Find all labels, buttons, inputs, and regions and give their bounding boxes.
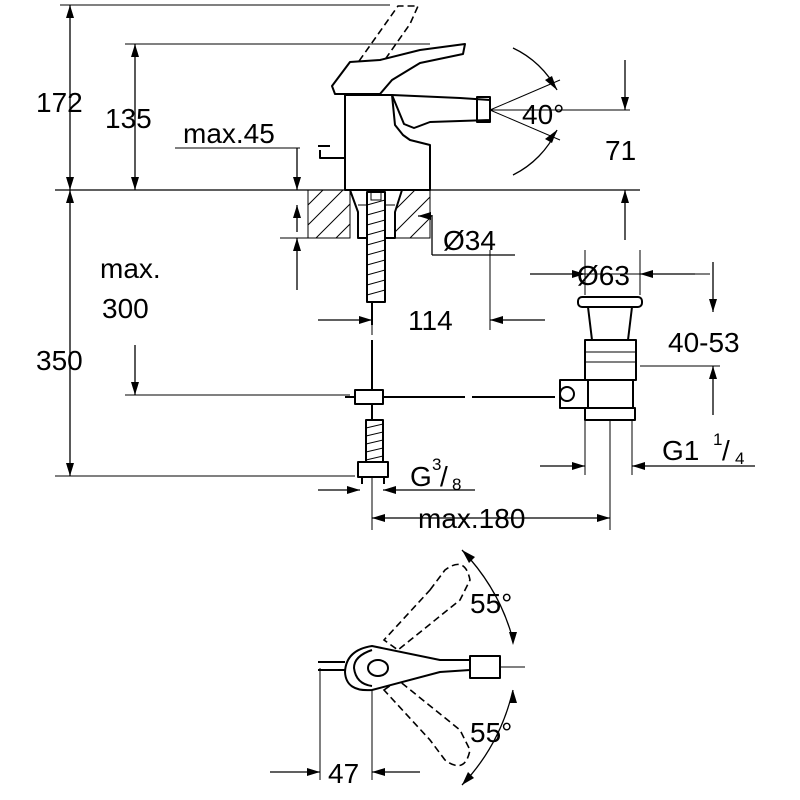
svg-text:/: / — [722, 435, 730, 466]
svg-text:1: 1 — [713, 430, 722, 449]
label-spout-projection: 114 — [408, 305, 453, 336]
label-lever-swing-front: 55° — [470, 717, 512, 748]
label-supply-thread: G 3 / 8 — [410, 455, 461, 494]
svg-text:G1: G1 — [662, 435, 699, 466]
label-hole-diameter: Ø34 — [443, 225, 496, 256]
label-lever-swing-back: 55° — [470, 588, 512, 619]
lever-angle-arcs — [462, 550, 517, 785]
label-deck-thickness: max.45 — [183, 118, 275, 149]
label-spout-angle: 40° — [522, 99, 564, 130]
svg-text:8: 8 — [452, 475, 461, 494]
label-waste-adjust-range: 40-53 — [668, 327, 740, 358]
faucet-side-view — [318, 6, 490, 302]
label-outlet-height: 71 — [605, 135, 636, 166]
svg-text:/: / — [440, 461, 448, 492]
svg-text:3: 3 — [432, 455, 441, 474]
label-below-deck-height: 350 — [36, 345, 83, 376]
faucet-top-view — [318, 564, 500, 765]
svg-text:G: G — [410, 461, 432, 492]
label-rod-reach: max.180 — [418, 503, 525, 534]
popup-waste — [560, 297, 642, 420]
popup-linkage — [345, 302, 555, 484]
label-waste-diameter: Ø63 — [577, 260, 630, 291]
spout-angle-arcs — [490, 48, 560, 175]
dimension-lines — [66, 5, 755, 776]
label-waste-thread: G1 1 / 4 — [662, 430, 744, 468]
label-spout-height: 135 — [105, 103, 152, 134]
label-hose-length-line1: max. — [100, 253, 161, 284]
label-overall-height: 172 — [36, 87, 83, 118]
label-hose-length-line2: 300 — [102, 293, 149, 324]
dimension-labels: 172 135 max.45 40° 71 Ø34 max. 300 350 1… — [36, 87, 744, 789]
label-lever-offset: 47 — [328, 758, 359, 789]
svg-text:4: 4 — [735, 449, 744, 468]
